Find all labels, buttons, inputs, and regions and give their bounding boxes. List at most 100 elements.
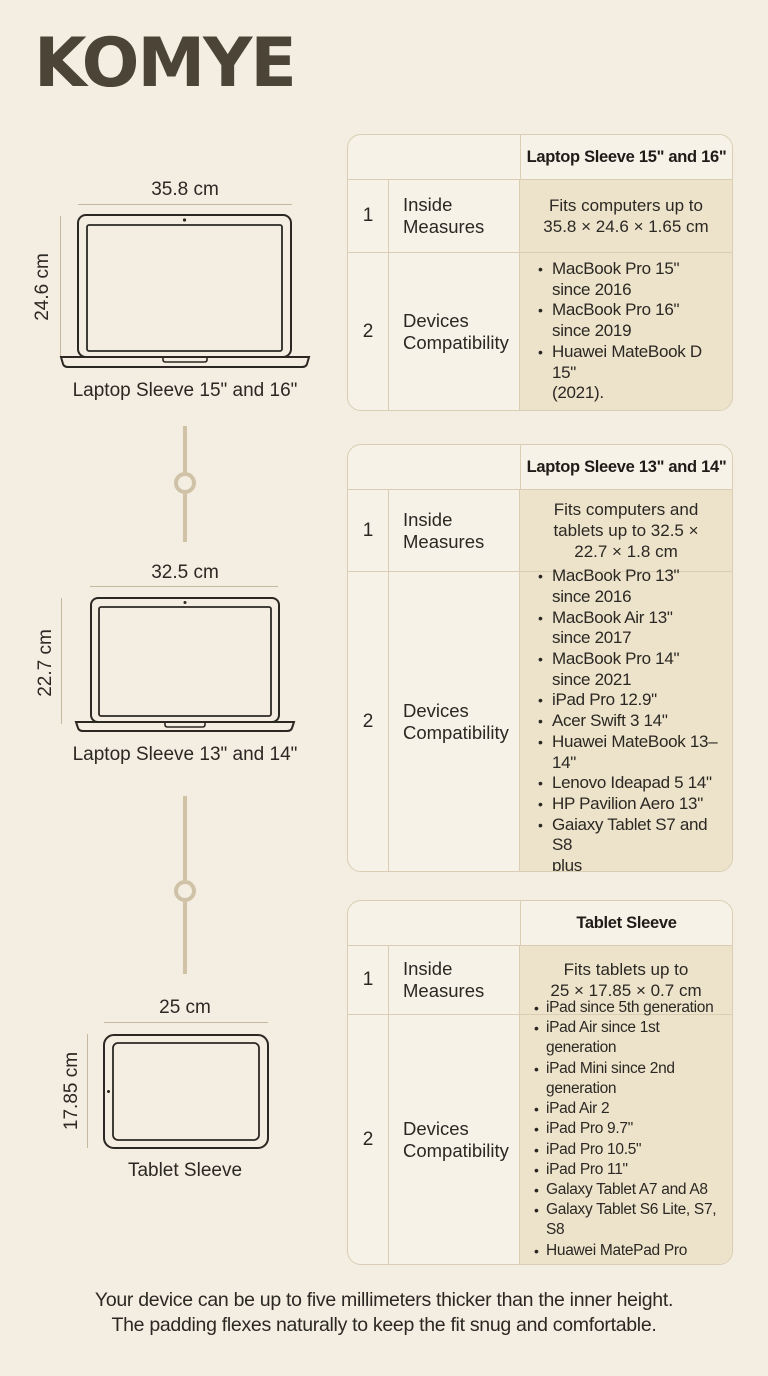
device-name: Tablet Sleeve — [127, 1160, 243, 1181]
row-value: iPad since 5th generation iPad Air since… — [520, 998, 732, 1264]
device-name: Laptop Sleeve 15" and 16" — [72, 380, 298, 401]
row-label-line: Devices — [403, 309, 469, 331]
header-blank-cell — [348, 445, 521, 489]
device-width-label: 32.5 cm — [151, 562, 219, 583]
compat-list: MacBook Pro 13" since 2016 MacBook Air 1… — [528, 566, 724, 872]
device-height-label: 24.6 cm — [32, 253, 53, 321]
device-height-label: 22.7 cm — [35, 629, 56, 697]
list-item: MacBook Air 13" — [528, 608, 724, 629]
footer-line: Your device can be up to five millimeter… — [94, 1289, 674, 1311]
row-label-line: Compatibility — [403, 721, 509, 743]
list-item: Lenovo Ideapad 5 14" — [528, 773, 724, 794]
list-item: iPad Pro 12.9" — [528, 690, 724, 711]
row-label-line: Measures — [403, 530, 485, 552]
list-item: MacBook Pro 13" — [528, 566, 724, 587]
device-name: Laptop Sleeve 13" and 14" — [72, 744, 298, 765]
height-dimension-line — [61, 598, 62, 724]
connector-icon — [174, 796, 196, 974]
list-item: iPad since 5th generation — [528, 998, 724, 1018]
row-number: 1 — [348, 180, 389, 252]
table-title: Laptop Sleeve 15" and 16" — [521, 135, 732, 179]
row-number: 2 — [348, 572, 389, 871]
tablet-icon — [103, 1034, 269, 1149]
list-item: iPad Pro 9.7" — [528, 1119, 724, 1139]
value-line: Fits computers up to — [548, 196, 703, 215]
value-line: Fits computers and — [553, 500, 699, 519]
list-item: iPad Air since 1st generation — [528, 1018, 724, 1058]
row-label-line: Compatibility — [403, 1139, 509, 1161]
footer-line: The padding flexes naturally to keep the… — [111, 1314, 657, 1336]
footer-note: Your device can be up to five millimeter… — [0, 1288, 768, 1338]
list-item: iPad Mini since 2nd — [528, 1059, 724, 1079]
value-line: 22.7 × 1.8 cm — [574, 542, 678, 561]
width-dimension-line — [104, 1022, 268, 1023]
list-item: since 2021 — [552, 669, 632, 689]
height-dimension-line — [87, 1034, 88, 1148]
list-item: MacBook Pro 15" — [528, 259, 724, 280]
list-item: Gaiaxy Tablet S7 and S8 — [528, 815, 724, 856]
list-item: Huawei MateBook D 15" — [528, 342, 724, 383]
compat-list: MacBook Pro 15" since 2016 MacBook Pro 1… — [528, 259, 724, 404]
table-header-row: Tablet Sleeve — [348, 901, 732, 945]
row-number: 2 — [348, 253, 389, 410]
height-dimension-line — [60, 216, 61, 358]
value-line: 35.8 × 24.6 × 1.65 cm — [543, 217, 709, 236]
row-value: Fits computers up to 35.8 × 24.6 × 1.65 c… — [520, 180, 732, 252]
row-label-line: Compatibility — [403, 331, 509, 353]
list-item: since 2016 — [552, 279, 632, 299]
list-item: generation — [546, 1079, 617, 1097]
laptop-icon — [74, 597, 296, 732]
list-item: iPad Pro 11" — [528, 1160, 724, 1180]
table-header-row: Laptop Sleeve 13" and 14" — [348, 445, 732, 489]
list-item: Acer Swift 3 14" — [528, 711, 724, 732]
row-label-line: Measures — [403, 980, 485, 1001]
list-item: Galaxy Tablet S6 Lite, S7, S8 — [528, 1200, 724, 1240]
list-item: iPad Air 2 — [528, 1099, 724, 1119]
row-number: 1 — [348, 490, 389, 571]
list-item: HP Pavilion Aero 13" — [528, 794, 724, 815]
list-item: MacBook Pro 16" — [528, 300, 724, 321]
row-label-line: Inside — [403, 194, 453, 215]
list-item: plus — [552, 856, 582, 872]
table-title: Tablet Sleeve — [521, 901, 732, 945]
value-line: tablets up to 32.5 × — [553, 521, 699, 540]
row-value: MacBook Pro 13" since 2016 MacBook Air 1… — [520, 566, 732, 871]
list-item: MacBook Pro 14" — [528, 649, 724, 670]
list-item: since 2016 — [552, 586, 632, 606]
device-height-label: 17.85 cm — [61, 1051, 82, 1131]
list-item: (2021). — [552, 383, 604, 403]
row-value: MacBook Pro 15" since 2016 MacBook Pro 1… — [520, 253, 732, 410]
row-value: Fits computers and tablets up to 32.5 × 22… — [520, 490, 732, 571]
table-header-row: Laptop Sleeve 15" and 16" — [348, 135, 732, 179]
header-blank-cell — [348, 135, 521, 179]
table-title: Laptop Sleeve 13" and 14" — [521, 445, 732, 489]
value-line: 25 × 17.85 × 0.7 cm — [550, 981, 702, 1000]
row-number: 1 — [348, 946, 389, 1014]
header-blank-cell — [348, 901, 521, 945]
device-width-label: 25 cm — [159, 997, 211, 1018]
device-width-label: 35.8 cm — [151, 179, 219, 200]
list-item: since 2017 — [552, 628, 632, 648]
list-item: Huawei MatePad Pro 10.8" — [528, 1241, 724, 1264]
row-label-line: Devices — [403, 1117, 469, 1139]
brand-logo: KOMYE — [34, 24, 297, 103]
list-item: Galaxy Tablet A7 and A8 — [528, 1180, 724, 1200]
list-item: iPad Pro 10.5" — [528, 1140, 724, 1160]
row-label-line: Measures — [403, 216, 485, 237]
row-number: 2 — [348, 1015, 389, 1264]
value-line: Fits tablets up to — [563, 960, 689, 979]
width-dimension-line — [78, 204, 292, 205]
